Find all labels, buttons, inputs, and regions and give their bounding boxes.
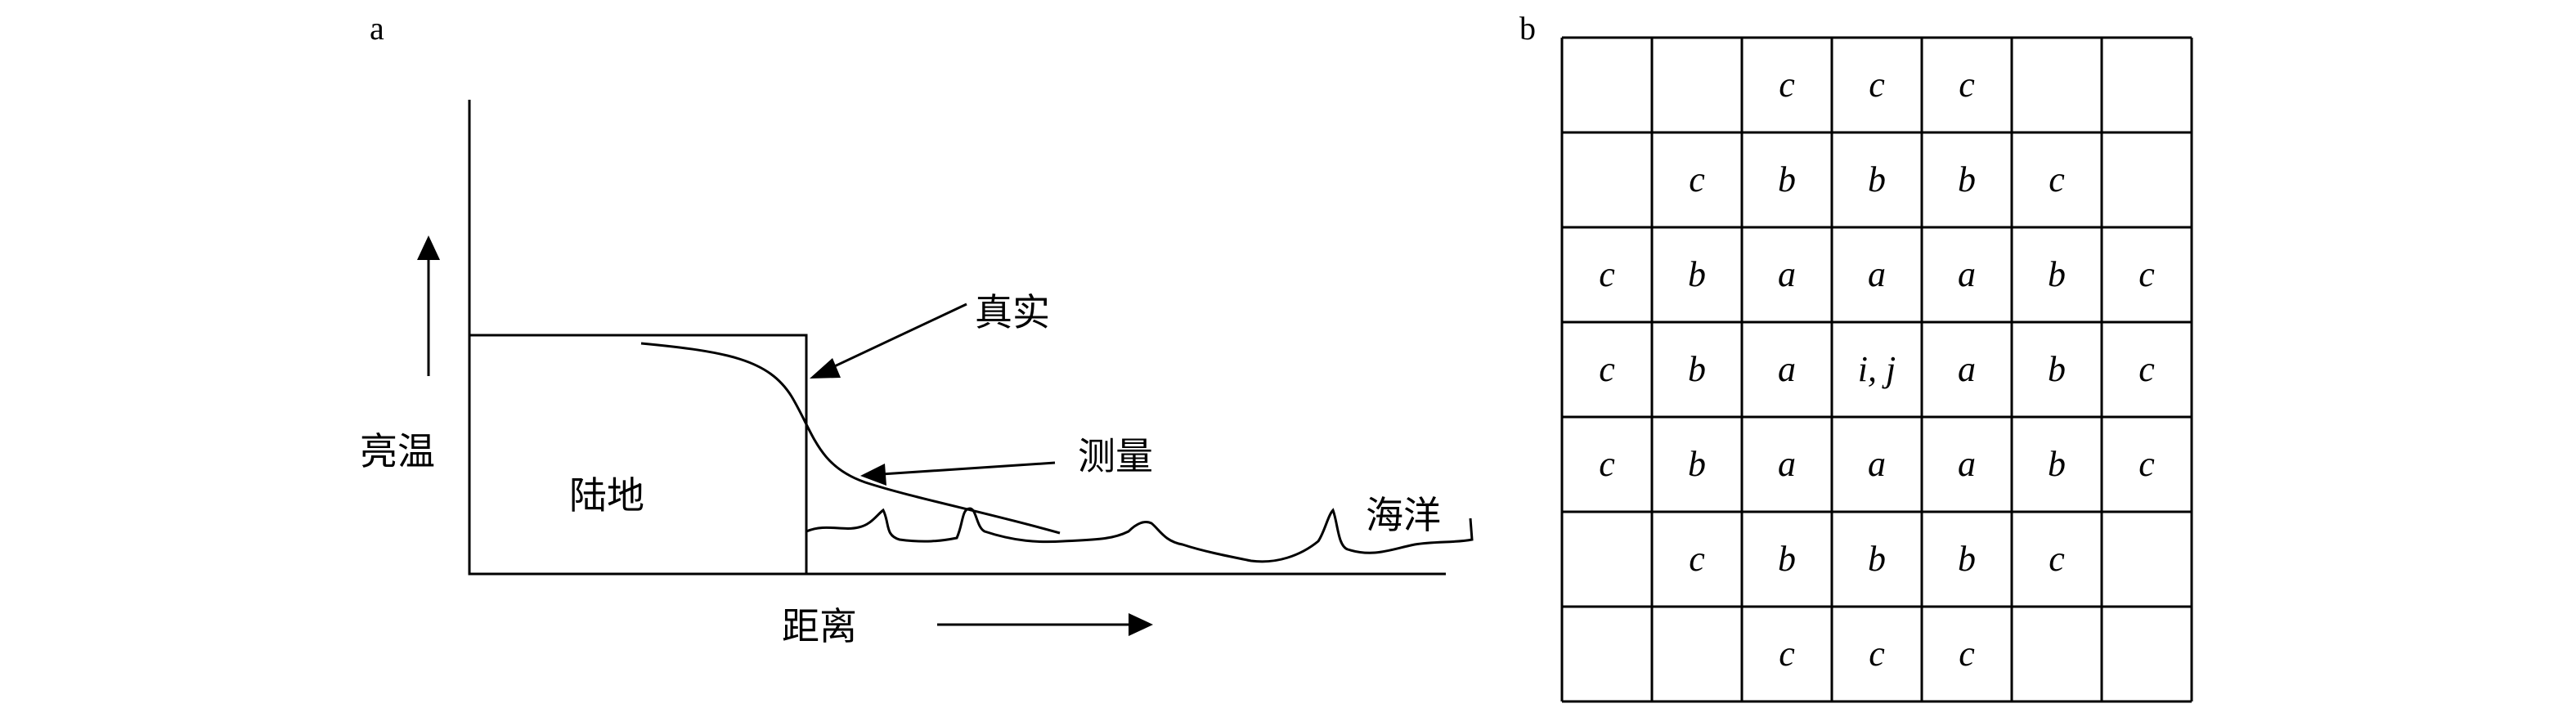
- grid-cell-label: c: [2138, 254, 2155, 294]
- grid-cell-label: a: [1868, 444, 1886, 484]
- grid-cell-label: b: [1958, 539, 1976, 579]
- grid-cell-label: b: [2048, 349, 2066, 389]
- ocean-label: 海洋: [1366, 493, 1441, 537]
- panel-a-label: a: [370, 10, 384, 47]
- true-callout-arrowhead: [810, 358, 841, 379]
- grid-cell-label: c: [1689, 159, 1705, 199]
- grid-cell-label: b: [2048, 444, 2066, 484]
- grid-cell-label: b: [2048, 254, 2066, 294]
- grid-cell-label: c: [1599, 349, 1615, 389]
- ocean-true-line: [806, 507, 1474, 563]
- grid-cell-label: b: [1868, 539, 1886, 579]
- grid-cell-label: c: [1599, 254, 1615, 294]
- grid-cell-label: b: [1688, 444, 1706, 484]
- grid-cell-label: c: [1959, 65, 1975, 105]
- grid-cell-label: a: [1778, 254, 1796, 294]
- grid-cell-label: c: [1779, 65, 1795, 105]
- grid-cell-label: b: [1688, 254, 1706, 294]
- y-direction-arrowhead: [417, 235, 440, 260]
- grid-cell-label: a: [1778, 444, 1796, 484]
- grid-cell-label: c: [1599, 444, 1615, 484]
- land-label: 陆地: [569, 473, 644, 518]
- grid-cell-label: c: [2138, 349, 2155, 389]
- grid-cell-label: b: [1688, 349, 1706, 389]
- true-callout-line: [827, 302, 967, 371]
- x-axis-label: 距离: [782, 604, 857, 648]
- grid-cell-label: b: [1778, 539, 1796, 579]
- y-axis-label: 亮温: [360, 429, 435, 473]
- grid-lines: [1560, 36, 2193, 703]
- grid-cell-label: a: [1778, 349, 1796, 389]
- grid-cell-label: c: [1779, 634, 1795, 674]
- measured-callout-arrowhead: [860, 464, 886, 486]
- grid-cell-label: c: [1959, 634, 1975, 674]
- grid-cell-label: b: [1868, 159, 1886, 199]
- land-block: [468, 334, 808, 576]
- grid-cell-label: c: [2138, 444, 2155, 484]
- grid-cell-label: a: [1958, 349, 1976, 389]
- true-label: 真实: [975, 290, 1050, 334]
- grid-cell-label: c: [1869, 65, 1885, 105]
- grid-cell-label: a: [1868, 254, 1886, 294]
- grid-cell-label: a: [1958, 254, 1976, 294]
- panel-a: a 亮温 距离 陆地 海洋 真实 测量: [360, 10, 1474, 648]
- grid-cell-label: c: [1689, 539, 1705, 579]
- grid-cell-label: b: [1958, 159, 1976, 199]
- grid-cell-label: i, j: [1858, 349, 1896, 389]
- grid-cell-label: c: [1869, 634, 1885, 674]
- grid-cell-label: c: [2049, 159, 2065, 199]
- panel-b-label: b: [1519, 10, 1536, 47]
- grid-cell-label: c: [2049, 539, 2065, 579]
- measured-label: 测量: [1078, 434, 1153, 478]
- grid-cell-label: b: [1778, 159, 1796, 199]
- measured-curve: [640, 342, 1061, 535]
- grid-cells: c c c c b b b c c b a a a b c c b a i, j a b c c b a a a b c c b b b c c c c: [1599, 65, 2155, 674]
- grid-cell-label: a: [1958, 444, 1976, 484]
- x-direction-arrowhead: [1129, 613, 1153, 636]
- measured-callout-line: [881, 461, 1056, 476]
